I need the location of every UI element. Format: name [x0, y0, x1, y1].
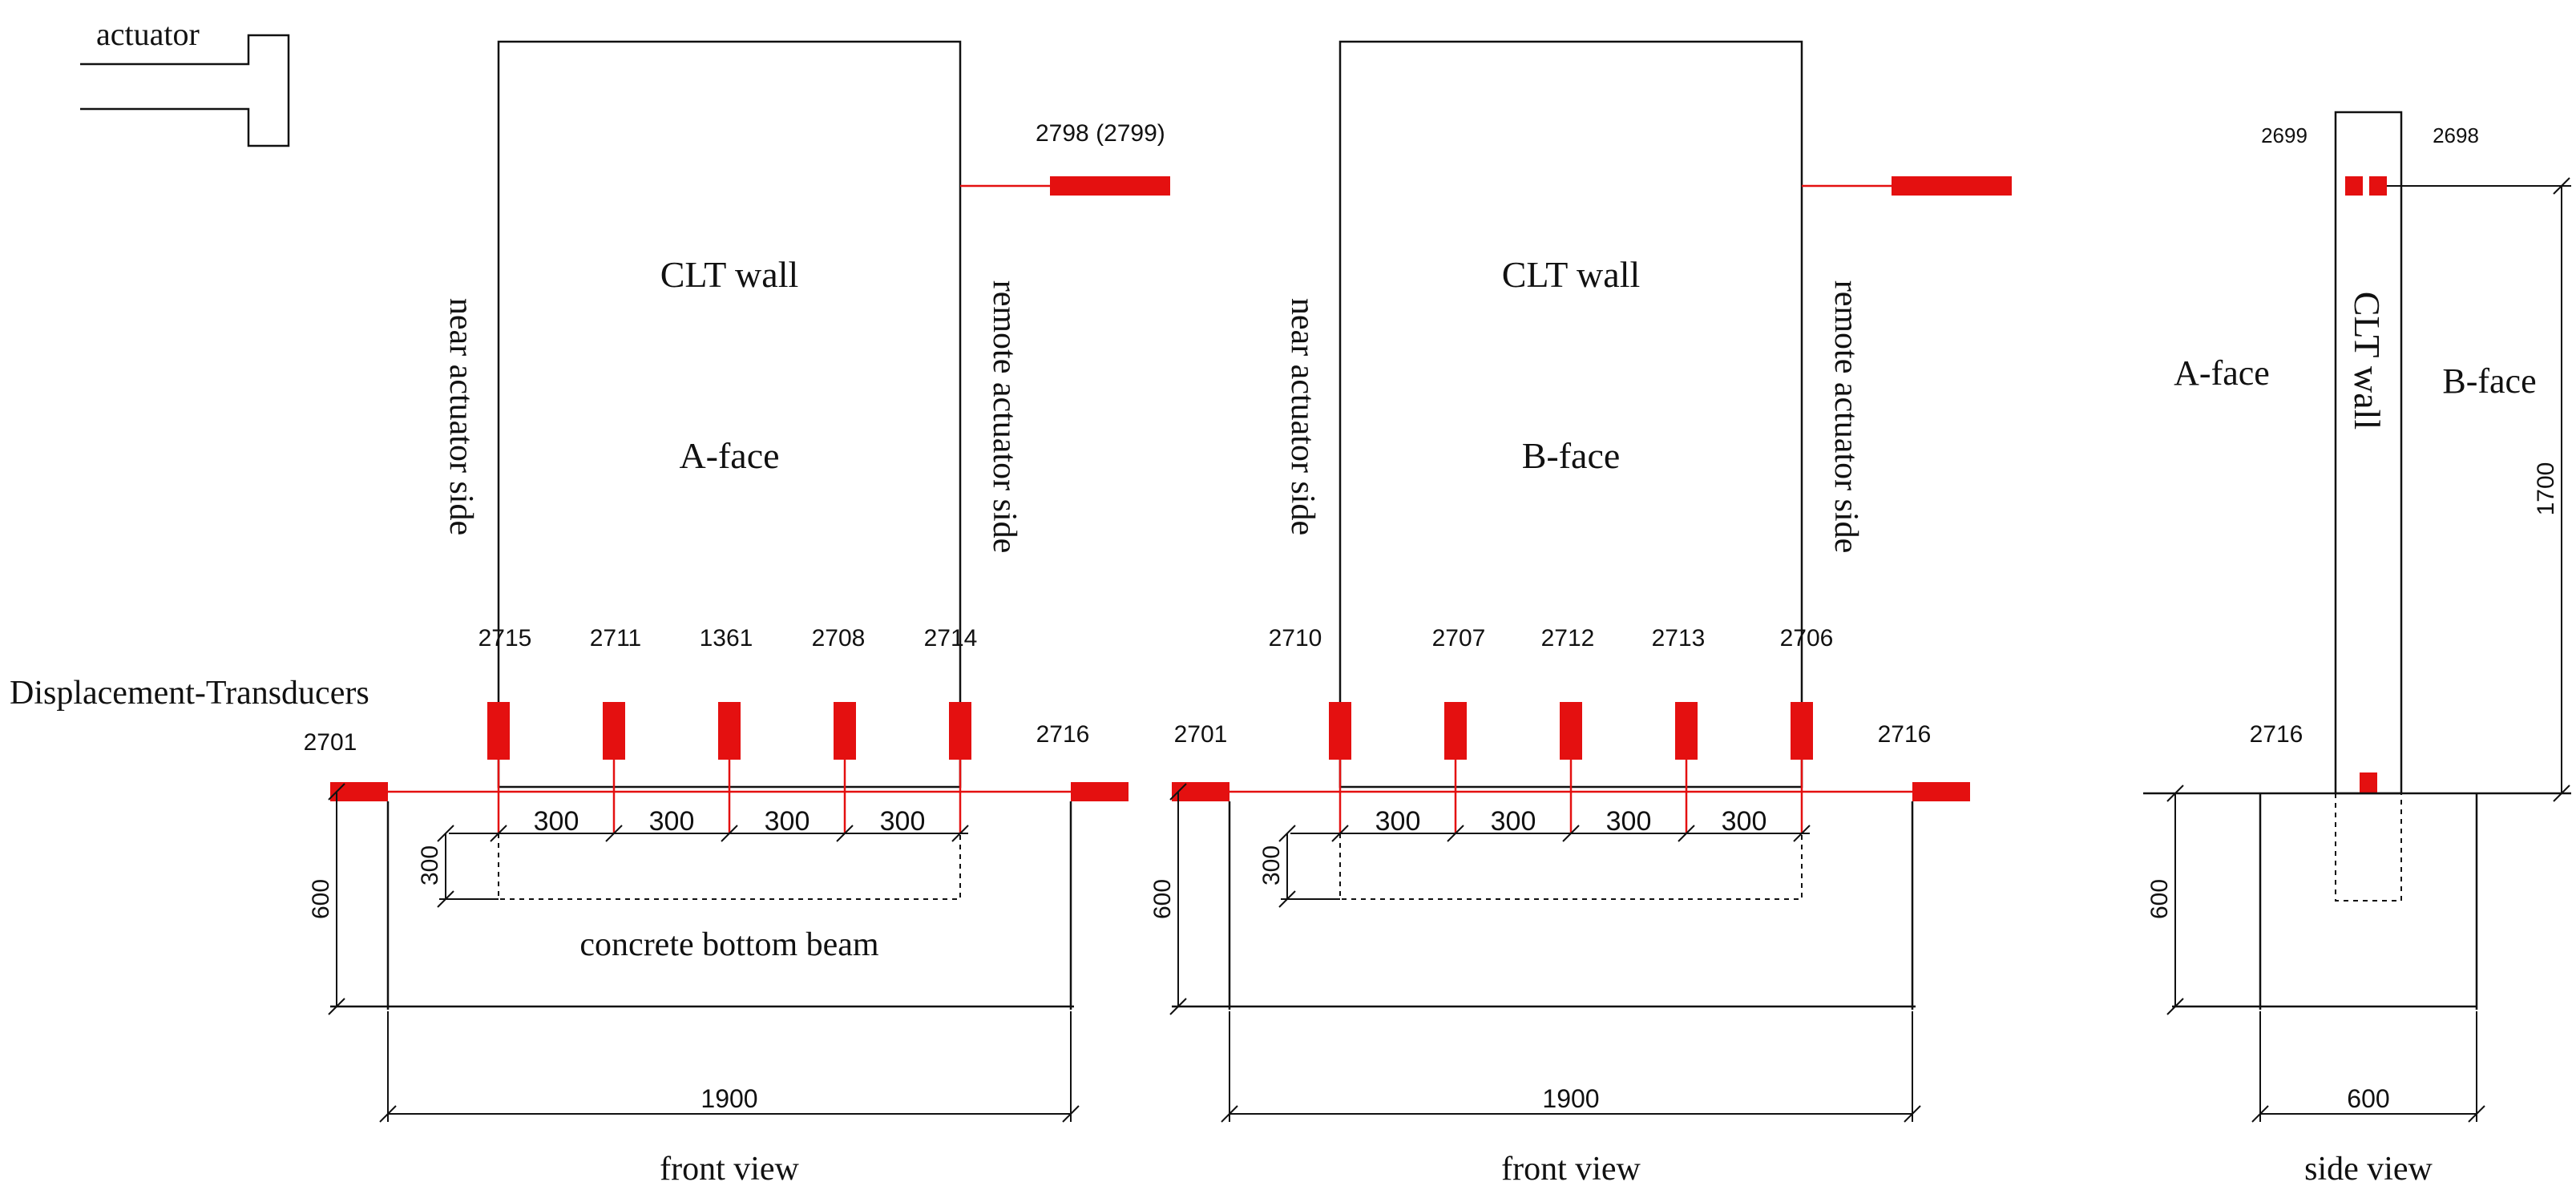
transducer-2798-label: 2798 (2799) [1036, 120, 1165, 147]
transducer-2716-a [1071, 782, 1129, 801]
sensor-a-5 [949, 702, 971, 760]
a-face-label-side: A-face [2174, 353, 2270, 393]
embedded-wall-a [498, 833, 961, 900]
clt-wall-b [1338, 40, 1803, 789]
sensor-b-3 [1560, 702, 1582, 760]
sensor-a-2 [603, 702, 625, 760]
height-label-side: 1700 [2533, 462, 2559, 516]
spacing-label-a-1: 300 [534, 806, 579, 837]
beam-height-label-b: 600 [1149, 879, 1176, 919]
spacing-label-b-1: 300 [1375, 806, 1421, 837]
displacement-transducers-label: Displacement-Transducers [10, 675, 369, 712]
b-face-label-side: B-face [2442, 361, 2536, 401]
base-right-label-b: 2716 [1878, 721, 1932, 748]
front-view-label-b: front view [1501, 1151, 1641, 1188]
side-view [2143, 111, 2571, 1123]
sensor-b-1 [1329, 702, 1351, 760]
sensor-b-5 [1791, 702, 1813, 760]
a-face-label-front: A-face [679, 435, 779, 476]
near-actuator-side-label-b: near actuator side [1284, 298, 1321, 535]
sensor-2698-label: 2698 [2433, 123, 2479, 147]
side-view-label: side view [2304, 1151, 2433, 1188]
sensor-b-2 [1444, 702, 1467, 760]
concrete-bottom-beam-label: concrete bottom beam [579, 926, 879, 963]
clt-wall-label-side: CLT wall [2347, 292, 2388, 430]
spacing-label-a-4: 300 [880, 806, 926, 837]
sensor-2699-label: 2699 [2261, 123, 2307, 147]
beam-width-label-side: 600 [2347, 1084, 2389, 1113]
sensor-label-a-5: 2714 [924, 625, 978, 651]
embed-depth-label-b: 300 [1258, 845, 1285, 885]
sensor-a-3 [718, 702, 741, 760]
beam-width-label-b: 1900 [1542, 1084, 1599, 1113]
base-right-label-a: 2716 [1036, 721, 1090, 748]
sensor-a-1 [487, 702, 510, 760]
transducer-2698 [2369, 176, 2387, 196]
remote-actuator-side-label-b: remote actuator side [1827, 280, 1864, 554]
sensor-label-a-2: 2711 [590, 625, 642, 651]
sensor-label-b-5: 2706 [1780, 625, 1834, 651]
transducer-2701-b [1172, 782, 1229, 801]
transducer-2701-a [330, 782, 388, 801]
sensors-b [1329, 702, 1813, 833]
transducer-2699 [2345, 176, 2363, 196]
near-actuator-side-label-a: near actuator side [442, 298, 479, 535]
remote-actuator-side-label-a: remote actuator side [986, 280, 1023, 554]
transducer-2716-side [2360, 772, 2377, 793]
clt-wall-side [2334, 111, 2403, 795]
sensor-label-a-1: 2715 [478, 625, 532, 651]
spacing-label-b-4: 300 [1722, 806, 1767, 837]
actuator-symbol [80, 34, 290, 147]
spacing-label-b-3: 300 [1606, 806, 1652, 837]
spacing-label-a-3: 300 [765, 806, 810, 837]
spacing-label-b-2: 300 [1491, 806, 1536, 837]
transducer-2798 [1050, 176, 1170, 196]
sensors-a [487, 702, 971, 833]
base-left-label-a: 2701 [304, 729, 357, 756]
spacing-label-a-2: 300 [649, 806, 695, 837]
sensor-label-b-2: 2707 [1432, 625, 1486, 651]
front-view-a [328, 40, 1170, 1123]
sensor-label-b-1: 2710 [1269, 625, 1322, 651]
transducer-top-b [1892, 176, 2012, 196]
b-face-label-front: B-face [1522, 435, 1621, 476]
transducer-2716-b [1912, 782, 1970, 801]
sensor-label-b-3: 2712 [1541, 625, 1595, 651]
beam-height-label-a: 600 [308, 879, 334, 919]
base-left-label-b: 2701 [1174, 721, 1228, 748]
beam-width-label-a: 1900 [701, 1084, 757, 1113]
front-view-b [1169, 40, 2012, 1123]
sensor-label-b-4: 2713 [1652, 625, 1706, 651]
sensor-a-4 [834, 702, 856, 760]
sensor-2716-side-label: 2716 [2250, 721, 2303, 748]
beam-height-label-side: 600 [2146, 879, 2173, 919]
embedded-wall-side [2335, 793, 2402, 902]
clt-wall-a [497, 40, 962, 789]
embedded-wall-b [1339, 833, 1803, 900]
clt-wall-label-b: CLT wall [1502, 254, 1641, 295]
actuator-label: actuator [96, 16, 200, 52]
clt-wall-label-a: CLT wall [660, 254, 799, 295]
sensor-b-4 [1675, 702, 1698, 760]
front-view-label-a: front view [660, 1151, 799, 1188]
sensor-label-a-4: 2708 [812, 625, 866, 651]
embed-depth-label-a: 300 [417, 845, 443, 885]
sensor-label-a-3: 1361 [700, 625, 753, 651]
